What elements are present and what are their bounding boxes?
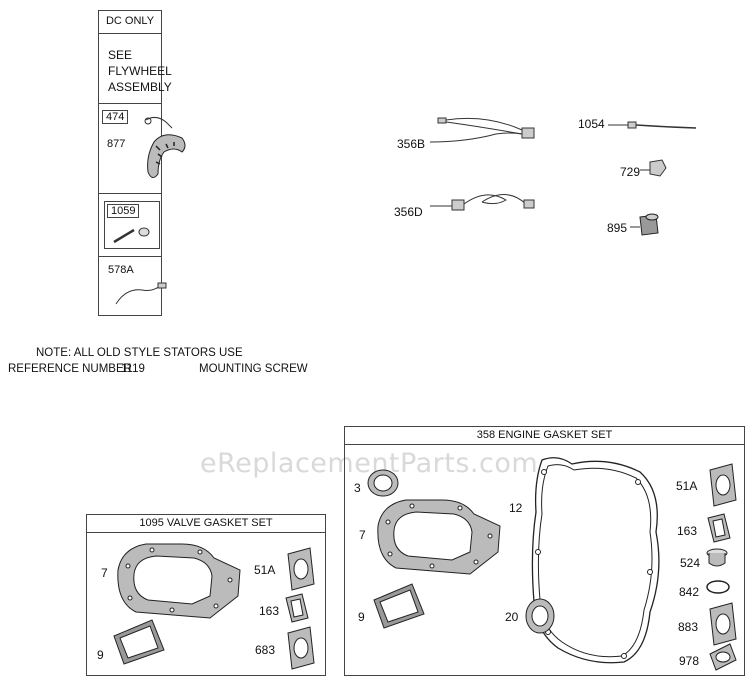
engine-label-12: 12	[509, 501, 523, 515]
valve-gasket-7-icon	[117, 543, 241, 619]
switch-895-icon	[630, 213, 659, 236]
plug-729-icon	[640, 159, 667, 177]
engine-label-20: 20	[505, 610, 519, 624]
dc-divider-1	[98, 103, 162, 104]
part-356D-label: 356D	[394, 205, 423, 219]
wire-1054-icon	[608, 121, 697, 129]
valve-gasket-163-icon	[285, 593, 309, 623]
wire-578A-icon	[115, 282, 167, 305]
note-line-2c: MOUNTING SCREW	[199, 363, 308, 375]
dc-only-header: DC ONLY	[98, 10, 162, 34]
valve-gasket-51A-icon	[287, 547, 315, 591]
valve-label-9: 9	[97, 648, 104, 662]
watermark: eReplacementParts.com	[200, 448, 539, 479]
engine-gasket-set-title: 358 ENGINE GASKET SET	[344, 426, 745, 445]
valve-gasket-set-box	[86, 514, 326, 676]
note-line-2b: 1119	[121, 363, 145, 375]
part-729-label: 729	[620, 165, 641, 179]
engine-label-51A: 51A	[676, 479, 698, 493]
engine-label-7: 7	[359, 528, 366, 542]
dc-only-box	[98, 10, 162, 316]
dc-divider-3	[98, 256, 162, 257]
engine-gasket-163-icon	[707, 513, 731, 543]
engine-gasket-9-icon	[373, 583, 425, 629]
valve-gasket-9-icon	[113, 619, 165, 665]
note-line-1: NOTE: ALL OLD STYLE STATORS USE	[36, 347, 243, 359]
part-474-label: 474	[102, 110, 129, 124]
engine-label-842: 842	[679, 585, 700, 599]
see-text-1: SEE	[108, 48, 133, 62]
part-895-label: 895	[607, 221, 628, 235]
seal-3-icon	[367, 469, 399, 497]
stator-coil-icon	[144, 116, 186, 178]
crankcase-gasket-12-icon	[531, 457, 660, 664]
part-578A-label: 578A	[108, 264, 134, 276]
engine-gasket-883-icon	[709, 602, 737, 646]
dc-divider-2	[98, 193, 162, 194]
valve-gasket-set-title: 1095 VALVE GASKET SET	[86, 514, 326, 533]
engine-label-978: 978	[679, 654, 700, 668]
see-text-3: ASSEMBLY	[108, 80, 172, 94]
ring-842-icon	[706, 580, 730, 594]
part-1054-label: 1054	[578, 117, 605, 131]
mounting-screw-icon	[113, 227, 150, 244]
part-1059-box	[104, 201, 160, 249]
seal-20-icon	[525, 598, 555, 634]
wire-356D-icon	[430, 194, 535, 211]
engine-label-9: 9	[358, 610, 365, 624]
engine-gasket-51A-icon	[709, 463, 737, 507]
valve-label-683: 683	[255, 643, 276, 657]
engine-label-524: 524	[680, 556, 701, 570]
engine-gasket-7-icon	[377, 499, 501, 575]
valve-label-51A: 51A	[254, 563, 276, 577]
engine-label-883: 883	[678, 620, 699, 634]
valve-label-163: 163	[259, 604, 280, 618]
engine-gasket-978-icon	[709, 643, 737, 671]
valve-gasket-683-icon	[287, 626, 315, 670]
engine-label-163: 163	[677, 524, 698, 538]
part-1059-label: 1059	[107, 204, 140, 218]
valve-label-7: 7	[101, 566, 108, 580]
plug-524-icon	[706, 548, 728, 567]
part-356B-label: 356B	[397, 137, 426, 151]
part-877-label: 877	[107, 138, 126, 150]
wire-356B-icon	[429, 117, 535, 143]
engine-label-3: 3	[354, 481, 361, 495]
see-text-2: FLYWHEEL	[108, 64, 172, 78]
engine-gasket-set-box	[344, 426, 745, 676]
note-line-2a: REFERENCE NUMBER	[8, 363, 132, 375]
